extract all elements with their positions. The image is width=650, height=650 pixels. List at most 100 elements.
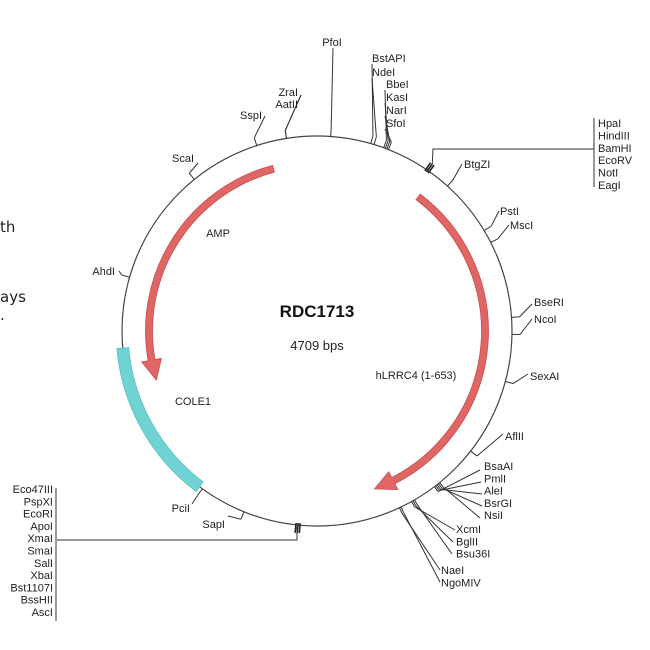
plasmid-size: 4709 bps <box>290 338 344 353</box>
site-label: NdeI <box>372 67 395 79</box>
gene-arrow-hlrrc4 <box>373 193 489 491</box>
site-label: PciI <box>172 503 190 515</box>
site-sspi[interactable]: SspI <box>240 110 266 146</box>
site-tick <box>447 179 454 187</box>
site-tick <box>511 316 520 318</box>
site-pcii[interactable]: PciI <box>172 488 203 515</box>
site-sexai[interactable]: SexAI <box>505 371 559 385</box>
site-bstapi[interactable]: BstAPI <box>370 53 406 144</box>
site-label-xmai: XmaI <box>27 533 53 545</box>
site-sapi[interactable]: SapI <box>202 511 245 531</box>
site-leader <box>476 433 504 457</box>
site-leader <box>118 270 123 276</box>
site-leader <box>431 148 594 164</box>
site-label-apoi: ApoI <box>30 521 53 533</box>
site-tick <box>414 499 418 506</box>
site-label-bsshii: BssHII <box>21 595 53 607</box>
site-msci[interactable]: MscI <box>490 220 533 243</box>
site-leader <box>401 512 441 571</box>
site-tick <box>400 506 404 513</box>
site-label: KasI <box>386 92 408 104</box>
site-label: SfoI <box>386 118 406 130</box>
site-label: NarI <box>386 105 407 117</box>
site-leader <box>417 504 453 555</box>
site-leader <box>452 163 463 181</box>
site-label-bglii: BglII <box>456 536 478 548</box>
site-label-ecorv: EcoRV <box>598 155 633 167</box>
site-label-bamhi: BamHI <box>598 143 632 155</box>
site-label: AflII <box>505 431 524 443</box>
site-aatii[interactable]: AatII <box>275 94 302 139</box>
cropped-text-fragment-3: . <box>0 306 5 324</box>
site-zrai[interactable]: ZraI <box>278 87 302 139</box>
site-tick <box>439 482 444 488</box>
site-leader <box>443 486 481 519</box>
site-label: ScaI <box>172 153 194 165</box>
site-label: ZraI <box>278 87 298 99</box>
site-leader <box>371 63 374 136</box>
site-leader <box>371 77 377 137</box>
site-aflii[interactable]: AflII <box>470 431 524 457</box>
site-tick <box>424 162 432 172</box>
site-ndei[interactable]: NdeI <box>371 67 395 145</box>
site-tick <box>437 483 443 489</box>
site-leader <box>519 303 533 318</box>
site-tick <box>373 136 377 145</box>
site-tick <box>197 488 203 496</box>
site-tick <box>388 141 392 150</box>
site-label-xcmi: XcmI <box>456 524 481 536</box>
site-tick <box>436 484 442 490</box>
site-psti[interactable]: PstI <box>483 206 519 231</box>
gene-arrow-amp <box>140 164 275 382</box>
site-label-bst1107i: Bst1107I <box>10 582 53 594</box>
site-tick <box>383 140 387 148</box>
site-leader <box>284 94 302 131</box>
site-pfoi[interactable]: PfoI <box>322 37 342 137</box>
site-label: SapI <box>202 519 225 531</box>
site-label-ecori: EcoRI <box>23 509 53 521</box>
site-scai[interactable]: ScaI <box>172 153 199 180</box>
origin-band-cole1 <box>116 347 204 492</box>
site-label-bsu36i: Bsu36I <box>456 549 490 561</box>
site-tick <box>298 523 301 534</box>
site-leader <box>227 515 242 520</box>
site-tick <box>427 164 435 174</box>
site-label-pspxi: PspXI <box>24 496 53 508</box>
feature-label-hlrrc4: hLRRC4 (1-653) <box>376 370 457 382</box>
site-tick <box>240 511 245 520</box>
site-leader <box>191 494 199 505</box>
site-label-alei: AleI <box>484 486 503 498</box>
site-tick <box>435 485 440 491</box>
site-label-xbai: XbaI <box>30 570 53 582</box>
site-leader <box>330 47 334 129</box>
site-sfoi[interactable]: SfoI <box>384 118 406 150</box>
site-bseri[interactable]: BseRI <box>511 297 564 318</box>
site-label: PstI <box>500 206 519 218</box>
site-tick <box>294 522 297 533</box>
site-label-bsaai: BsaAI <box>484 461 513 473</box>
site-tick <box>411 501 415 508</box>
feature-label-amp: AMP <box>206 228 230 240</box>
site-label: AhdI <box>92 266 115 278</box>
site-leader <box>519 318 533 335</box>
site-ahdi[interactable]: AhdI <box>92 266 130 278</box>
site-label: NcoI <box>534 314 557 326</box>
site-tick <box>433 486 439 492</box>
feature-label-cole1: COLE1 <box>175 396 211 408</box>
site-ncoi[interactable]: NcoI <box>511 314 557 336</box>
site-tick <box>412 500 417 507</box>
site-label-bsrgi: BsrGI <box>484 498 512 510</box>
site-label-noti: NotI <box>598 168 618 180</box>
site-label: BstAPI <box>372 53 406 65</box>
plasmid-name: RDC1713 <box>280 302 355 321</box>
site-label: BbeI <box>386 79 409 91</box>
site-tick <box>386 141 391 150</box>
site-group-mcs-bottom[interactable]: Eco47IIIPspXIEcoRIApoIXmaISmaISalIXbaIBs… <box>10 484 301 621</box>
site-btgzi[interactable]: BtgZI <box>447 159 490 187</box>
